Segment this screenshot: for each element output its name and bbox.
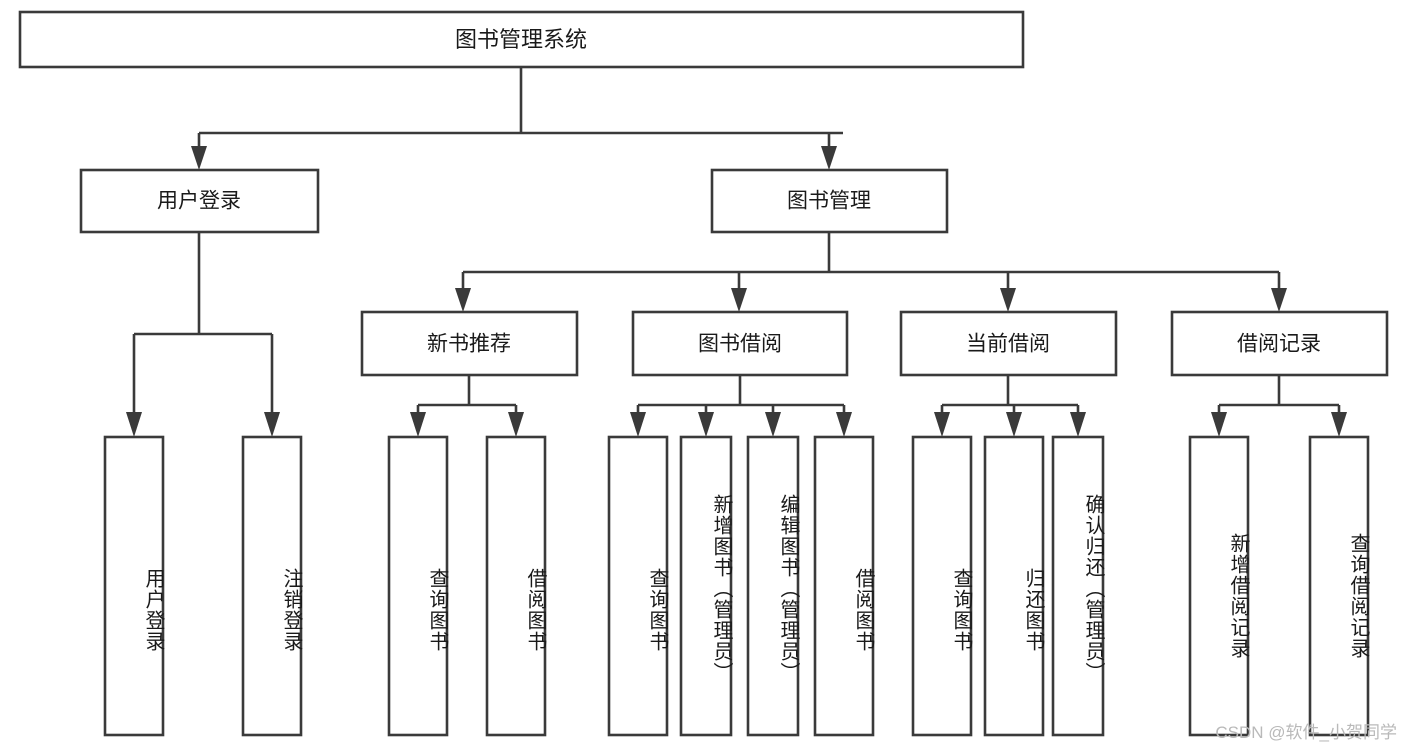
node-current-borrow-label: 当前借阅 [966, 333, 1050, 356]
node-new-book-recommend-box[interactable] [360, 310, 579, 377]
arrow-head-leaf-borrow-book-2 [836, 412, 852, 437]
node-book-manage[interactable]: 图书管理 [710, 168, 949, 234]
node-borrow-record-box[interactable] [1170, 310, 1389, 377]
connector-group-book-borrow [630, 375, 852, 437]
node-borrow-record[interactable]: 借阅记录 [1170, 310, 1389, 377]
node-leaf-user-login-box[interactable] [103, 435, 165, 737]
node-root-label: 图书管理系统 [455, 27, 587, 52]
node-leaf-confirm-return-box[interactable] [1051, 435, 1105, 737]
connector-group-current-borrow [934, 375, 1086, 437]
node-book-borrow-box[interactable] [631, 310, 849, 377]
node-book-manage-box[interactable] [710, 168, 949, 234]
connector-group-new-book-recommend [410, 375, 524, 437]
node-new-book-recommend-label: 新书推荐 [427, 333, 511, 356]
arrow-head-book-borrow [731, 288, 747, 312]
arrow-head-leaf-add-record [1211, 412, 1227, 437]
node-root-box[interactable] [18, 10, 1025, 69]
arrow-head-leaf-query-book-2 [630, 412, 646, 437]
arrow-head-leaf-query-record [1331, 412, 1347, 437]
arrow-head-borrow-record [1271, 288, 1287, 312]
node-leaf-borrow-book-2-box[interactable] [813, 435, 875, 737]
node-leaf-query-book-1-box[interactable] [387, 435, 449, 737]
node-book-borrow-label: 图书借阅 [698, 333, 782, 356]
node-leaf-add-record-box[interactable] [1188, 435, 1250, 737]
node-leaf-query-record-box[interactable] [1308, 435, 1370, 737]
node-leaf-add-book-box[interactable] [679, 435, 733, 737]
arrow-head-leaf-logout [264, 412, 280, 437]
arrow-head-leaf-edit-book [765, 412, 781, 437]
arrow-head-leaf-add-book [698, 412, 714, 437]
node-current-borrow[interactable]: 当前借阅 [899, 310, 1118, 377]
connector-group-root [191, 67, 843, 170]
leaf-boxes [103, 435, 1370, 737]
node-leaf-query-book-2-box[interactable] [607, 435, 669, 737]
node-leaf-borrow-book-1-box[interactable] [485, 435, 547, 737]
arrow-head-leaf-borrow-book-1 [508, 412, 524, 437]
arrow-head-leaf-confirm-return [1070, 412, 1086, 437]
arrow-head-leaf-query-book-3 [934, 412, 950, 437]
node-leaf-logout-box[interactable] [241, 435, 303, 737]
node-borrow-record-label: 借阅记录 [1237, 333, 1321, 356]
node-new-book-recommend[interactable]: 新书推荐 [360, 310, 579, 377]
node-book-borrow[interactable]: 图书借阅 [631, 310, 849, 377]
node-leaf-return-book-box[interactable] [983, 435, 1045, 737]
node-book-manage-label: 图书管理 [787, 190, 871, 213]
arrow-head-book-manage [821, 146, 837, 170]
csdn-watermark: CSDN @软件_小贺同学 [1215, 723, 1397, 742]
node-user-login[interactable]: 用户登录 [79, 168, 320, 234]
arrow-head-leaf-query-book-1 [410, 412, 426, 437]
node-root[interactable]: 图书管理系统 [18, 10, 1025, 69]
arrow-head-leaf-return-book [1006, 412, 1022, 437]
arrow-head-new-book-recommend [455, 288, 471, 312]
node-leaf-edit-book-box[interactable] [746, 435, 800, 737]
node-user-login-label: 用户登录 [157, 190, 241, 213]
arrow-head-user-login [191, 146, 207, 170]
node-current-borrow-box[interactable] [899, 310, 1118, 377]
node-user-login-box[interactable] [79, 168, 320, 234]
connector-group-book-manage [455, 232, 1287, 312]
connector-group-user-login [126, 232, 280, 437]
connector-group-borrow-record [1211, 375, 1347, 437]
arrow-head-current-borrow [1000, 288, 1016, 312]
arrow-head-leaf-user-login [126, 412, 142, 437]
node-leaf-query-book-3-box[interactable] [911, 435, 973, 737]
